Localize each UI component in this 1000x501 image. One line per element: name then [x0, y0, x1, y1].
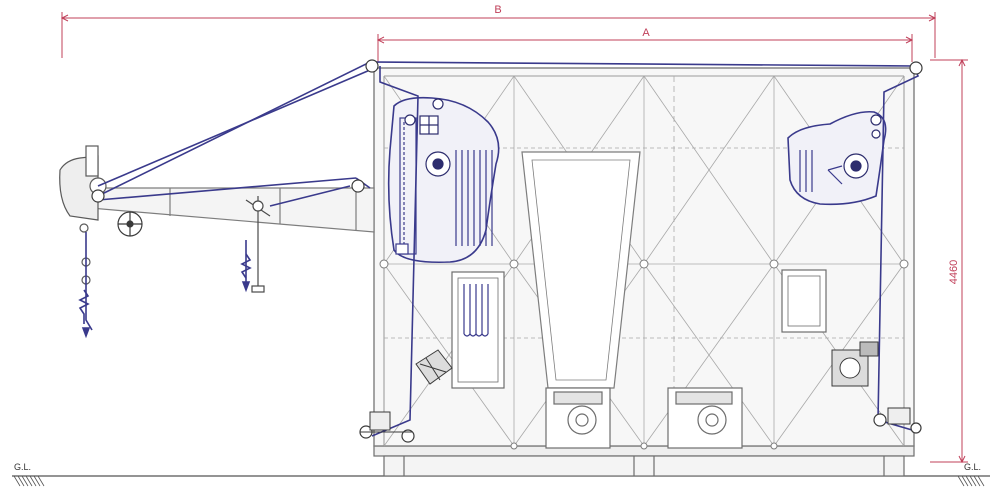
left-drive-internals — [395, 117, 493, 255]
dimension-a — [376, 34, 914, 62]
fan-left — [545, 387, 611, 449]
right-drive-internals — [799, 150, 843, 192]
infeed-handwheel — [117, 211, 143, 237]
dimension-height — [930, 58, 968, 464]
left-lower-gearbox — [415, 349, 453, 385]
right-drive-gear — [843, 114, 882, 179]
tension-arm — [245, 196, 271, 293]
dimension-height-label: 4460 — [948, 260, 960, 284]
center-chute — [521, 151, 641, 389]
right-lower-gearbox — [831, 341, 879, 387]
infeed-roll-stand — [59, 145, 107, 285]
right-exit-unit — [887, 407, 911, 425]
ground-label-right: G.L. — [964, 462, 981, 472]
dimension-b — [60, 12, 937, 58]
heater-coils-left — [463, 284, 489, 337]
dimension-a-label: A — [642, 27, 650, 39]
machine-base — [373, 445, 915, 477]
left-exit-unit — [360, 411, 412, 433]
dimension-b-label: B — [494, 4, 501, 16]
window-right — [781, 269, 827, 333]
fan-right — [667, 387, 743, 449]
bracing-nodes — [379, 259, 909, 450]
ground-hatch-right — [957, 475, 985, 487]
left-drive-gear — [404, 98, 451, 177]
window-left — [451, 271, 505, 389]
top-rollers — [91, 59, 923, 203]
ground-label-left: G.L. — [14, 462, 31, 472]
ground-hatch-left — [13, 475, 45, 487]
